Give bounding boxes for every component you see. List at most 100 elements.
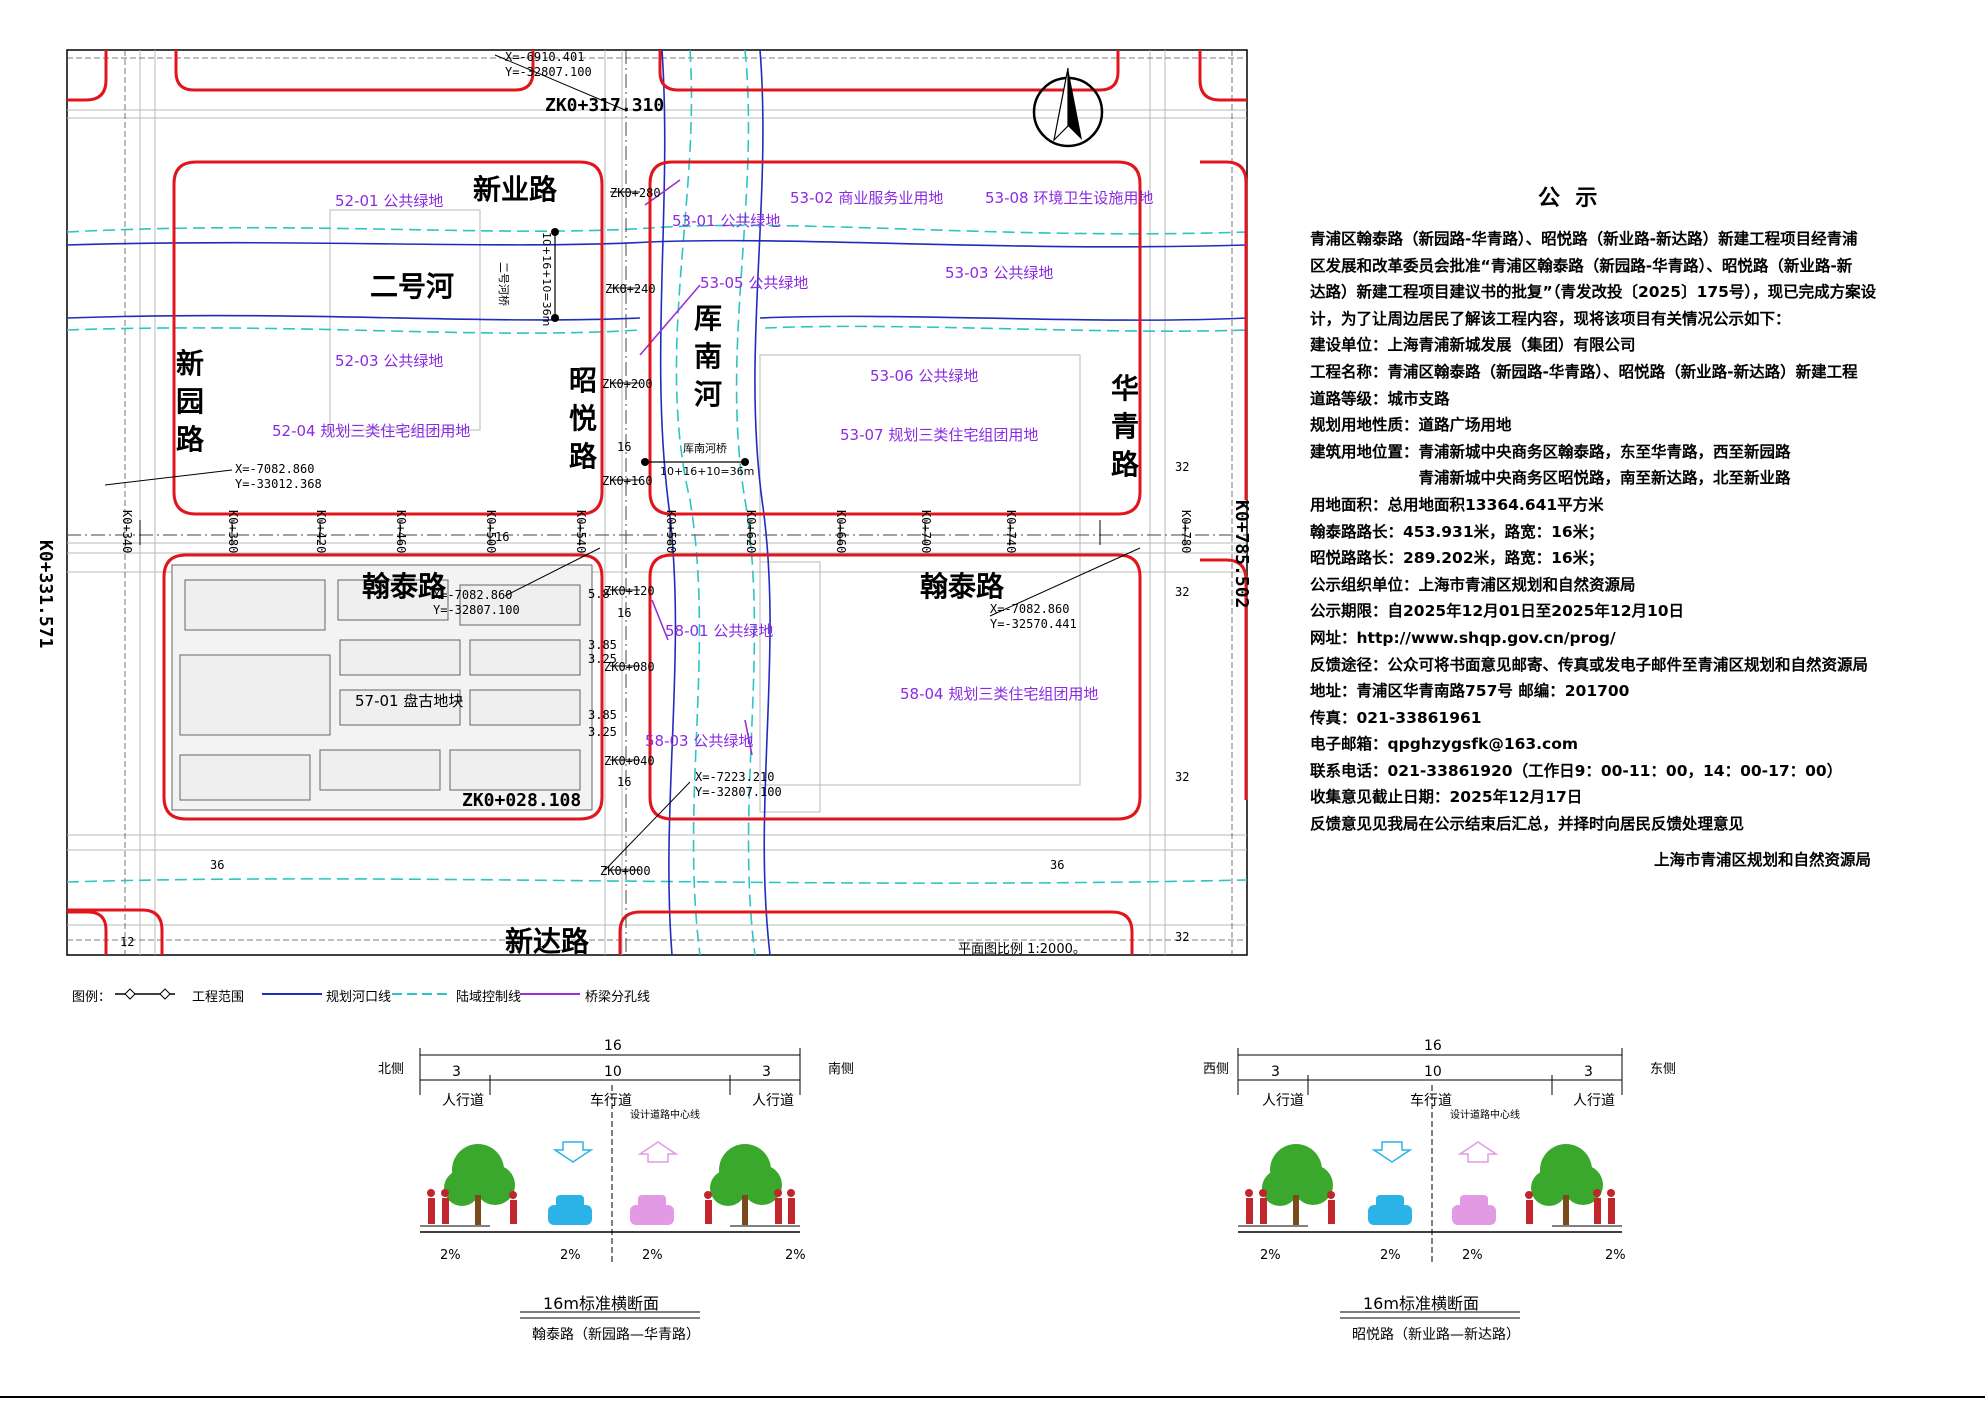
plan-scale: 平面图比例 1:2000。 — [958, 942, 1086, 957]
dim-16c: 16 — [617, 775, 632, 789]
road-label-huaqing: 华青路 — [1110, 372, 1139, 481]
notice-item-period: 公示期限：自2025年12月01日至2025年12月10日 — [1310, 602, 1685, 621]
road-label-erhao-river: 二号河 — [370, 270, 455, 303]
section2-sidewalk-right-label: 人行道 — [1573, 1093, 1615, 1109]
road-label-xinda: 新达路 — [505, 925, 590, 958]
notice-item-email[interactable]: 电子邮箱：qpghzygsfk@163.com — [1310, 735, 1579, 754]
section2-right-side: 东侧 — [1650, 1062, 1677, 1077]
station-zk000: ZK0+000 — [600, 864, 651, 878]
legend-swatches — [115, 988, 580, 1000]
section2-carriage-width: 10 — [1424, 1064, 1442, 1080]
notice-item-location-1: 建筑用地位置：青浦新城中央商务区翰泰路，东至华青路，西至新园路 — [1310, 442, 1791, 461]
bridge-kunan-name: 厍南河桥 — [683, 442, 727, 455]
section2-carriage-label: 车行道 — [1410, 1093, 1452, 1109]
section1-sidewalk-left-width: 3 — [452, 1064, 461, 1080]
notice-item-address: 地址：青浦区华青南路757号 邮编：201700 — [1310, 682, 1630, 701]
parcel-58-01: 58-01 公共绿地 — [665, 622, 774, 640]
parcel-53-01: 53-01 公共绿地 — [672, 212, 781, 230]
section1-total-width: 16 — [604, 1038, 622, 1054]
notice-intro-line-1: 青浦区翰泰路（新园路-华青路）、昭悦路（新业路-新达路）新建工程项目经青浦 — [1310, 230, 1858, 248]
station-zk120: ZK0+120 — [604, 584, 655, 598]
dim-36b: 36 — [1050, 858, 1065, 872]
station-k780: K0+780 — [1179, 510, 1193, 554]
coord-1: X=-6910.401 Y=-32807.100 — [505, 50, 592, 79]
station-k660: K0+660 — [834, 510, 848, 554]
legend: 图例： — [72, 986, 111, 1005]
station-k460: K0+460 — [394, 510, 408, 554]
notice-item-fax: 传真：021-33861961 — [1310, 708, 1482, 727]
dim-325b: 3.25 — [588, 725, 617, 739]
section2-slope-3: 2% — [1462, 1248, 1483, 1263]
parcel-53-05: 53-05 公共绿地 — [700, 274, 809, 292]
parcel-53-08: 53-08 环境卫生设施用地 — [985, 189, 1154, 207]
parcel-53-07: 53-07 规划三类住宅组团用地 — [840, 426, 1039, 444]
section1-carriage-label: 车行道 — [590, 1093, 632, 1109]
section1-left-side: 北侧 — [378, 1062, 405, 1077]
section2-slope-4: 2% — [1605, 1248, 1626, 1263]
legend-item-bridge-span: 桥梁分孔线 — [585, 990, 651, 1005]
notice-item-location-2: 青浦新城中央商务区昭悦路，南至新达路，北至新业路 — [1310, 469, 1791, 488]
notice-intro-line-3: 达路）新建工程项目建议书的批复”（青发改投〔2025〕175号），现已完成方案设 — [1310, 283, 1877, 302]
notice-item-land-use: 规划用地性质：道路广场用地 — [1310, 416, 1512, 435]
notice-item-deadline: 收集意见截止日期：2025年12月17日 — [1310, 788, 1583, 807]
dim-58: 5.8 — [588, 587, 610, 601]
section2-title: 16m标准横断面 — [1363, 1294, 1479, 1313]
section2-left-side: 西侧 — [1203, 1062, 1230, 1077]
station-k620: K0+620 — [744, 510, 758, 554]
road-label-zhaoyue: 昭悦路 — [568, 364, 597, 473]
station-k380: K0+380 — [226, 510, 240, 554]
parcel-52-03: 52-03 公共绿地 — [335, 352, 444, 370]
section2-slope-2: 2% — [1380, 1248, 1401, 1263]
bridge-kunan-span: 10+16+10=36m — [660, 465, 755, 478]
notice-item-builder: 建设单位：上海青浦新城发展（集团）有限公司 — [1310, 336, 1636, 355]
notice-item-phone: 联系电话：021-33861920（工作日9：00-11：00，14：00-17… — [1310, 761, 1843, 780]
section2-sidewalk-left-width: 3 — [1271, 1064, 1280, 1080]
legend-item-project-range: 工程范围 — [192, 990, 245, 1005]
legend-title: 图例： — [72, 990, 112, 1005]
section1-sidewalk-right-width: 3 — [762, 1064, 771, 1080]
notice-signature: 上海市青浦区规划和自然资源局 — [1654, 851, 1872, 869]
dim-12: 12 — [120, 935, 135, 949]
section2-centerline-label: 设计道路中心线 — [1450, 1110, 1520, 1121]
section1-sidewalk-left-label: 人行道 — [442, 1093, 484, 1109]
section1-title: 16m标准横断面 — [543, 1294, 659, 1313]
section2-sidewalk-left-label: 人行道 — [1262, 1093, 1304, 1109]
section1-slope-2: 2% — [560, 1248, 581, 1263]
notice-item-hantai-length: 翰泰路路长：453.931米，路宽：16米； — [1310, 522, 1604, 541]
section1-carriage-width: 10 — [604, 1064, 622, 1080]
notice-item-feedback-channel: 反馈途径：公众可将书面意见邮寄、传真或发电子邮件至青浦区规划和自然资源局 — [1310, 655, 1869, 674]
cross-section-zhaoyue-drawing — [1237, 1048, 1623, 1265]
dim-385b: 3.85 — [588, 708, 617, 722]
notice-intro-line-2: 区发展和改革委员会批准“青浦区翰泰路（新园路-华青路）、昭悦路（新业路-新 — [1310, 256, 1853, 275]
notice-item-website[interactable]: 网址：http://www.shqp.gov.cn/prog/ — [1310, 628, 1616, 647]
station-zk080: ZK0+080 — [604, 660, 655, 674]
road-label-kunan-river: 厍南河 — [693, 302, 722, 411]
parcel-52-01: 52-01 公共绿地 — [335, 192, 444, 210]
parcel-57-01: 57-01 盘古地块 — [355, 692, 464, 710]
dim-32b: 32 — [1175, 585, 1190, 599]
coord-2: X=-7082.860 Y=-33012.368 — [235, 462, 322, 491]
dim-36a: 36 — [210, 858, 225, 872]
parcel-53-06: 53-06 公共绿地 — [870, 367, 979, 385]
parcel-58-03: 58-03 公共绿地 — [645, 732, 754, 750]
parcel-53-02: 53-02 商业服务业用地 — [790, 189, 944, 207]
notice-item-feedback-note: 反馈意见见我局在公示结束后汇总，并择时向居民反馈处理意见 — [1310, 815, 1745, 834]
coord-4: X=-7082.860 Y=-32570.441 — [990, 602, 1077, 631]
road-label-xinye: 新业路 — [473, 173, 558, 206]
notice-intro-line-4: 计，为了让周边居民了解该工程内容，现将该项目有关情况公示如下： — [1310, 309, 1791, 328]
section2-road-name: 昭悦路（新业路—新达路） — [1352, 1327, 1520, 1343]
station-k-right: K0+785.502 — [1231, 500, 1252, 609]
notice-title: 公 示 — [1538, 186, 1598, 211]
coord-5: X=-7223.210 Y=-32807.100 — [695, 770, 782, 799]
notice-item-project-name: 工程名称：青浦区翰泰路（新园路-华青路）、昭悦路（新业路-新达路）新建工程 — [1310, 362, 1858, 381]
dim-32d: 32 — [1175, 930, 1190, 944]
notice-item-area: 用地面积：总用地面积13364.641平方米 — [1310, 495, 1604, 514]
dim-16a: 16 — [617, 440, 632, 454]
station-k740: K0+740 — [1004, 510, 1018, 554]
dim-16b: 16 — [617, 606, 632, 620]
notice-body: 青浦区翰泰路（新园路-华青路）、昭悦路（新业路-新达路）新建工程项目经青浦 区发… — [1310, 226, 1910, 838]
bridge-erhao-span: 10+16+10=36m — [540, 232, 553, 327]
station-zk280: ZK0+280 — [610, 186, 661, 200]
section1-sidewalk-right-label: 人行道 — [752, 1093, 794, 1109]
section1-centerline-label: 设计道路中心线 — [630, 1110, 700, 1121]
